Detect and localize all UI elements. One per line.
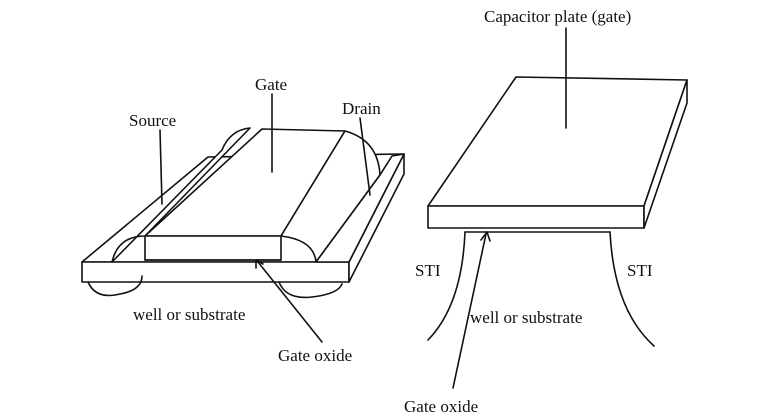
gate-oxide-label-right: Gate oxide bbox=[404, 397, 478, 416]
source-diffusion-curve bbox=[87, 275, 143, 297]
gate-oxide-arrowhead-right bbox=[480, 231, 491, 242]
well-label-left: well or substrate bbox=[133, 305, 245, 324]
sti-right-label: STI bbox=[627, 261, 653, 280]
mosfet-structure: Gate Source Drain well or substrate Gate… bbox=[81, 75, 405, 365]
gate-oxide-label-left: Gate oxide bbox=[278, 346, 352, 365]
source-leader bbox=[159, 129, 163, 205]
plate-label: Capacitor plate (gate) bbox=[484, 7, 631, 26]
gate-oxide-leader-right bbox=[452, 233, 487, 389]
capacitor-plate-side bbox=[643, 79, 688, 229]
drain-leader bbox=[359, 117, 371, 196]
source-label: Source bbox=[129, 111, 176, 130]
drain-label: Drain bbox=[342, 99, 381, 118]
gate-oxide-arrowhead-left bbox=[255, 259, 264, 269]
well-label-right: well or substrate bbox=[470, 308, 582, 327]
source-end-cap bbox=[111, 127, 251, 263]
capacitor-plate-front bbox=[427, 205, 645, 229]
sti-left-label: STI bbox=[415, 261, 441, 280]
drain-diffusion-curve bbox=[278, 281, 343, 299]
sti-right-curve bbox=[609, 231, 655, 347]
capacitor-structure: Capacitor plate (gate) STI STI well or s… bbox=[404, 7, 688, 416]
substrate-front-face bbox=[81, 261, 350, 283]
gate-front-face bbox=[144, 235, 282, 261]
gate-label: Gate bbox=[255, 75, 287, 94]
capacitor-plate-top bbox=[427, 76, 688, 207]
sti-left-curve bbox=[427, 231, 466, 341]
gate-oxide-leader-left bbox=[257, 261, 323, 343]
